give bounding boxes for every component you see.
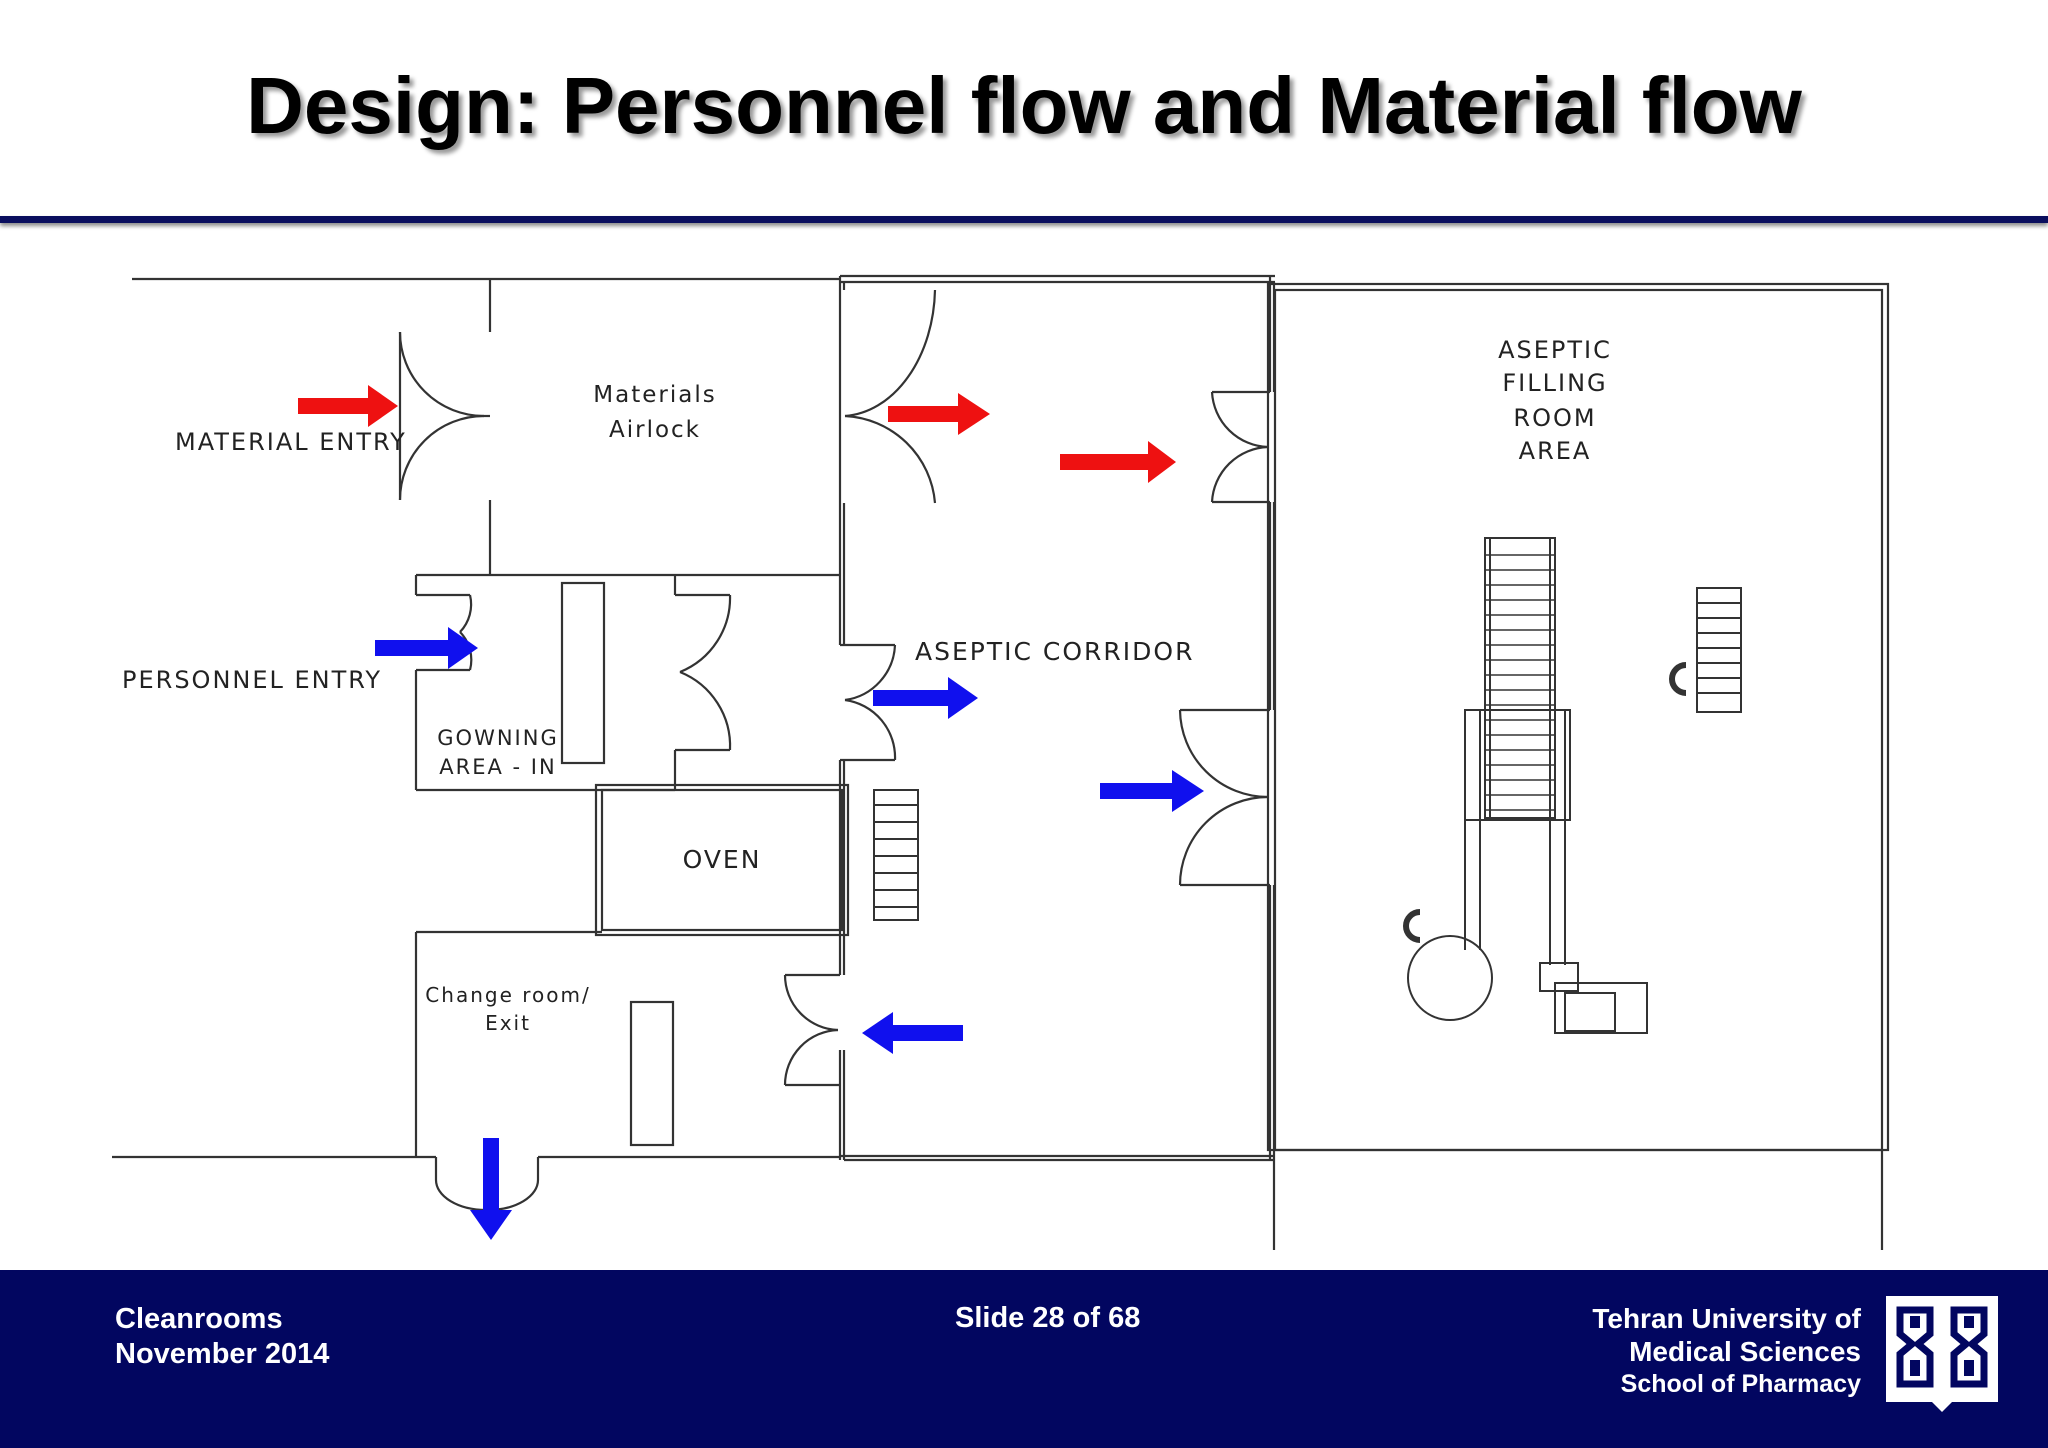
footer-course: Cleanrooms [115, 1303, 283, 1335]
footer-university-2: Medical Sciences [1629, 1336, 1861, 1367]
label-aseptic-corridor: ASEPTIC CORRIDOR [915, 637, 1194, 666]
slide-title: Design: Personnel flow and Material flow [246, 61, 1802, 150]
personnel-arrow-corridor [873, 677, 978, 719]
doors [398, 289, 1270, 1212]
personnel-arrow-return [862, 1012, 963, 1054]
slide-number: Slide 28 of 68 [955, 1302, 1141, 1334]
walls [112, 274, 1890, 1250]
slide-footer: Cleanrooms November 2014 Slide 28 of 68 … [0, 1270, 2048, 1448]
label-gowning-1: GOWNING [437, 726, 558, 750]
label-materials-airlock-2: Airlock [609, 417, 701, 443]
floor-plan-diagram: MATERIAL ENTRY Materials Airlock PERSONN… [112, 274, 1890, 1250]
label-filling-1: ASEPTIC [1498, 336, 1612, 364]
material-flow-arrows [298, 385, 1176, 483]
label-filling-2: FILLING [1502, 369, 1607, 397]
label-personnel-entry: PERSONNEL ENTRY [122, 666, 382, 694]
footer-institution: Tehran University of Medical Sciences Sc… [1592, 1302, 1861, 1401]
label-gowning-2: AREA - IN [439, 755, 556, 779]
university-logo-icon [1886, 1296, 1998, 1412]
label-filling-3: ROOM [1513, 404, 1596, 432]
personnel-arrow-entry [375, 627, 478, 669]
title-divider [0, 216, 2048, 223]
label-materials-airlock-1: Materials [593, 382, 716, 408]
label-change-room-1: Change room/ [425, 983, 590, 1007]
diagram-labels: MATERIAL ENTRY Materials Airlock PERSONN… [122, 336, 1612, 1035]
footer-school: School of Pharmacy [1620, 1370, 1861, 1398]
label-material-entry: MATERIAL ENTRY [175, 428, 407, 456]
footer-course-info: Cleanrooms November 2014 [115, 1302, 329, 1372]
label-filling-4: AREA [1519, 437, 1592, 465]
personnel-arrow-filling [1100, 770, 1204, 812]
footer-date: November 2014 [115, 1338, 330, 1370]
material-arrow-1 [298, 385, 398, 427]
personnel-flow-arrows [375, 627, 1204, 1240]
material-arrow-2 [888, 393, 990, 435]
equipment [873, 537, 1742, 1034]
footer-university-1: Tehran University of [1592, 1303, 1861, 1334]
label-change-room-2: Exit [485, 1011, 531, 1035]
personnel-arrow-exit [470, 1138, 512, 1240]
material-arrow-3 [1060, 441, 1176, 483]
label-oven: OVEN [683, 845, 762, 874]
